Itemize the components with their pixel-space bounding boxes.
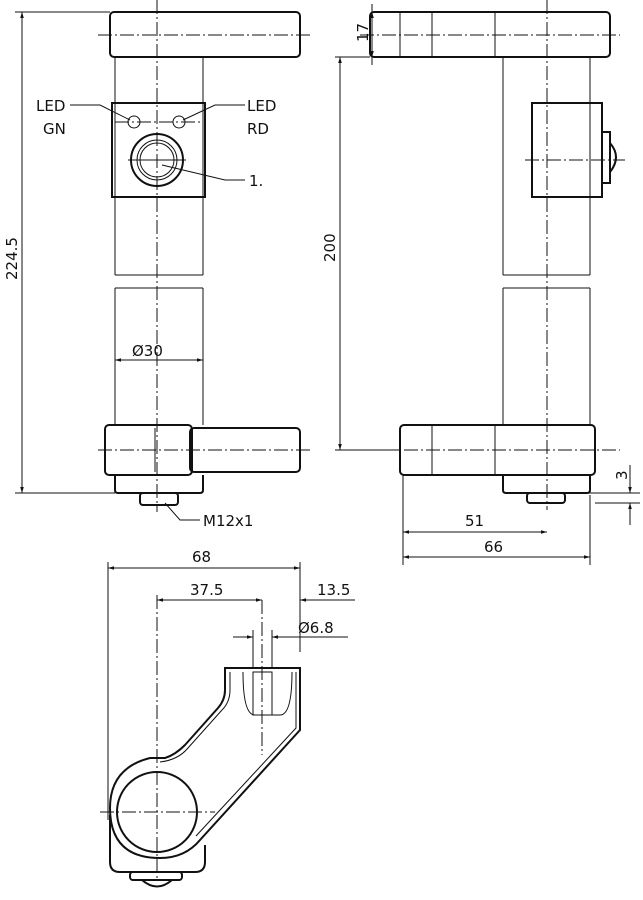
dim-tube-diameter: Ø30 [132, 342, 163, 360]
bottom-view: 68 37.5 13.5 Ø6.8 [100, 548, 355, 888]
front-view: LED GN LED RD 1. M12x1 224.5 Ø30 [3, 0, 310, 530]
dim-center-distance: 200 [321, 233, 339, 262]
dim-depth-51: 51 [465, 512, 484, 530]
dim-hole-diameter: Ø6.8 [298, 619, 334, 637]
side-view: 17 200 3 51 66 [321, 0, 640, 565]
dim-offset-37-5: 37.5 [190, 581, 223, 599]
thread-label: M12x1 [203, 512, 253, 530]
sensor-block [111, 102, 206, 198]
dim-bottom-offset: 3 [613, 470, 631, 480]
dim-width-68: 68 [192, 548, 211, 566]
led-rd-label: LED [247, 97, 276, 115]
dim-offset-13-5: 13.5 [317, 581, 350, 599]
led-rd-color: RD [247, 120, 269, 138]
dim-total-height: 224.5 [3, 237, 21, 280]
led-gn-color: GN [43, 120, 66, 138]
dim-bar-height: 17 [354, 23, 372, 42]
led-gn-label: LED [36, 97, 65, 115]
dim-depth-66: 66 [484, 538, 503, 556]
item-1-label: 1. [249, 172, 263, 190]
